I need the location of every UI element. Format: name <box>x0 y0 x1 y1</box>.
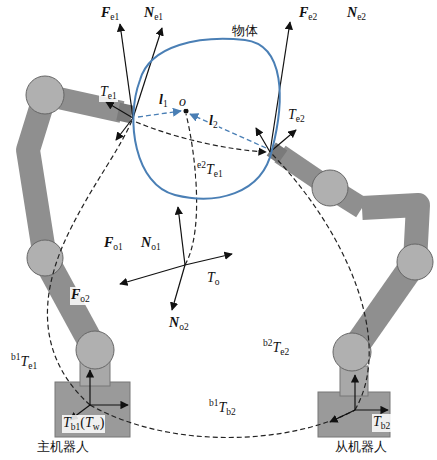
symbol-label: To <box>206 270 221 288</box>
glyph-part: e1 <box>108 91 117 101</box>
symbol-label: Tb1(Tw) <box>62 415 105 433</box>
glyph-part: l <box>209 113 213 128</box>
symbol-label: Te1 <box>99 84 118 102</box>
frame-arrows <box>70 22 388 422</box>
symbol-label: l2 <box>208 113 219 131</box>
robot-name: 主机器人 <box>36 440 90 454</box>
symbol-label: Te2 <box>287 107 306 125</box>
symbol-label: b1Tb2 <box>208 398 237 417</box>
glyph-part: 2 <box>213 120 218 130</box>
glyph-part: T <box>288 107 296 122</box>
transform-curves <box>47 114 369 438</box>
glyph-part: e2 <box>296 114 305 124</box>
object-blob <box>120 18 290 210</box>
glyph-part: T <box>273 340 281 355</box>
glyph-part: e1 <box>110 12 119 22</box>
symbol-label: o <box>178 94 187 109</box>
glyph-part: F <box>299 5 308 20</box>
glyph-part: e1 <box>28 361 37 371</box>
glyph-part: e2 <box>280 347 289 357</box>
glyph-part: F <box>71 287 80 302</box>
symbol-label: Fe2 <box>298 5 318 23</box>
glyph-part: o2 <box>80 294 90 304</box>
symbol-label: No2 <box>168 315 190 333</box>
glyph-part: T <box>100 84 108 99</box>
robot-name: 从机器人 <box>334 440 388 454</box>
glyph-part: b1 <box>209 398 219 408</box>
glyph-part: T <box>21 354 29 369</box>
glyph-part: 1 <box>163 99 168 109</box>
symbol-label: Tb2 <box>372 414 391 432</box>
glyph-part: N <box>144 5 154 20</box>
glyph-part: b1 <box>71 422 81 432</box>
symbol-label: e2Te1 <box>196 160 224 179</box>
glyph-part: ( <box>80 415 85 430</box>
glyph-part: o1 <box>113 242 123 252</box>
glyph-part: T <box>63 415 71 430</box>
glyph-part: T <box>219 400 227 415</box>
glyph-part: N <box>141 235 151 250</box>
slave-robot <box>267 142 433 437</box>
symbol-label: No1 <box>140 235 162 253</box>
object-outline: 物体 <box>120 18 290 210</box>
symbol-label: l1 <box>158 92 169 110</box>
symbol-label: Ne1 <box>143 5 164 23</box>
glyph-part: T <box>373 414 381 429</box>
glyph-part: T <box>206 162 214 177</box>
glyph-part: b2 <box>263 338 273 348</box>
glyph-part: F <box>104 235 113 250</box>
glyph-part: F <box>101 5 110 20</box>
symbol-label: b1Te1 <box>10 352 38 371</box>
glyph-part: T <box>85 415 93 430</box>
symbol-label: Fo1 <box>103 235 124 253</box>
glyph-part: e1 <box>154 12 163 22</box>
symbol-label: Ne2 <box>346 5 367 23</box>
glyph-part: o <box>215 277 220 287</box>
symbol-label: b2Te2 <box>262 338 290 357</box>
glyph-part: e2 <box>357 12 366 22</box>
glyph-part: o1 <box>151 242 161 252</box>
glyph-part: b1 <box>11 352 21 362</box>
glyph-part: e2 <box>308 12 317 22</box>
glyph-part: o <box>179 94 186 109</box>
glyph-part: T <box>207 270 215 285</box>
position-vectors <box>138 111 266 148</box>
glyph-part: e2 <box>197 160 206 170</box>
symbol-label: Fo2 <box>70 287 91 305</box>
glyph-part: e1 <box>214 169 223 179</box>
glyph-part: ) <box>100 415 105 430</box>
glyph-part: l <box>159 92 163 107</box>
glyph-part: b2 <box>226 407 236 417</box>
glyph-part: w <box>93 422 100 432</box>
glyph-part: N <box>169 315 179 330</box>
object-label: 物体 <box>232 22 258 40</box>
symbol-label: Fe1 <box>100 5 120 23</box>
glyph-part: b2 <box>381 421 391 431</box>
master-robot <box>26 76 134 437</box>
glyph-part: N <box>347 5 357 20</box>
glyph-part: o2 <box>179 322 189 332</box>
